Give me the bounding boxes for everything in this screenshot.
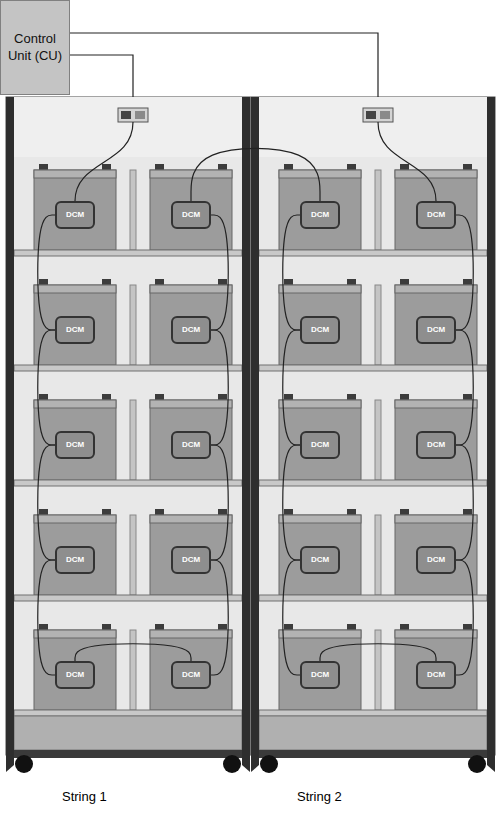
dcm-module: DCM	[55, 201, 95, 229]
dcm-module: DCM	[171, 661, 211, 689]
dcm-label: DCM	[427, 326, 445, 334]
control-unit-box: Control Unit (CU)	[0, 0, 70, 95]
dcm-label: DCM	[427, 671, 445, 679]
dcm-label: DCM	[66, 211, 84, 219]
dcm-label: DCM	[311, 326, 329, 334]
dcm-label: DCM	[66, 671, 84, 679]
daisy-chain-cable	[211, 560, 228, 675]
bus-cable	[70, 55, 133, 97]
battery-string-cabinet: String 2DCMDCMDCMDCMDCMDCMDCMDCMDCMDCM	[251, 97, 495, 755]
daisy-chain-cable	[211, 445, 228, 560]
dcm-module: DCM	[416, 661, 456, 689]
dcm-label: DCM	[182, 326, 200, 334]
dcm-module: DCM	[55, 546, 95, 574]
dcm-module: DCM	[416, 201, 456, 229]
dcm-module: DCM	[416, 546, 456, 574]
dcm-label: DCM	[311, 211, 329, 219]
daisy-chain-cable	[38, 445, 55, 560]
dcm-module: DCM	[300, 316, 340, 344]
dcm-label: DCM	[311, 441, 329, 449]
dcm-module: DCM	[416, 316, 456, 344]
dcm-label: DCM	[182, 441, 200, 449]
daisy-chain-cable	[456, 330, 473, 445]
daisy-chain-cable	[211, 330, 228, 445]
daisy-chain-cable	[38, 215, 55, 330]
connector-cable	[378, 122, 436, 201]
dcm-module: DCM	[171, 431, 211, 459]
dcm-module: DCM	[171, 546, 211, 574]
dcm-label: DCM	[66, 441, 84, 449]
dcm-module: DCM	[300, 661, 340, 689]
dcm-module: DCM	[300, 546, 340, 574]
daisy-chain-cable	[283, 215, 300, 330]
daisy-chain-cable	[456, 215, 473, 330]
dcm-module: DCM	[55, 316, 95, 344]
battery-cabinet	[6, 97, 250, 773]
bus-cable	[70, 33, 378, 97]
daisy-chain-cable	[456, 445, 473, 560]
dcm-module: DCM	[171, 201, 211, 229]
daisy-chain-cable	[320, 644, 436, 661]
dcm-module: DCM	[171, 316, 211, 344]
dcm-label: DCM	[427, 441, 445, 449]
string-label: String 2	[297, 789, 342, 804]
daisy-chain-cable	[456, 560, 473, 675]
battery-string-cabinet: String 1DCMDCMDCMDCMDCMDCMDCMDCMDCMDCM	[6, 97, 250, 755]
dcm-label: DCM	[182, 211, 200, 219]
dcm-module: DCM	[416, 431, 456, 459]
dcm-label: DCM	[182, 671, 200, 679]
daisy-chain-cable	[38, 330, 55, 445]
dcm-label: DCM	[66, 556, 84, 564]
connector-cable	[75, 122, 133, 201]
dcm-label: DCM	[427, 211, 445, 219]
daisy-chain-cable	[38, 560, 55, 675]
daisy-chain-cable	[191, 148, 320, 201]
dcm-module: DCM	[300, 201, 340, 229]
battery-cabinet	[251, 97, 495, 773]
dcm-label: DCM	[427, 556, 445, 564]
daisy-chain-cable	[283, 330, 300, 445]
dcm-module: DCM	[55, 431, 95, 459]
daisy-chain-cable	[75, 644, 191, 661]
unit-label: Control Unit (CU)	[6, 31, 64, 64]
dcm-module: DCM	[300, 431, 340, 459]
dcm-module: DCM	[55, 661, 95, 689]
daisy-chain-cable	[283, 560, 300, 675]
dcm-label: DCM	[182, 556, 200, 564]
string-label: String 1	[62, 789, 107, 804]
daisy-chain-cable	[211, 215, 228, 330]
daisy-chain-cable	[283, 445, 300, 560]
dcm-label: DCM	[311, 556, 329, 564]
dcm-label: DCM	[66, 326, 84, 334]
dcm-label: DCM	[311, 671, 329, 679]
